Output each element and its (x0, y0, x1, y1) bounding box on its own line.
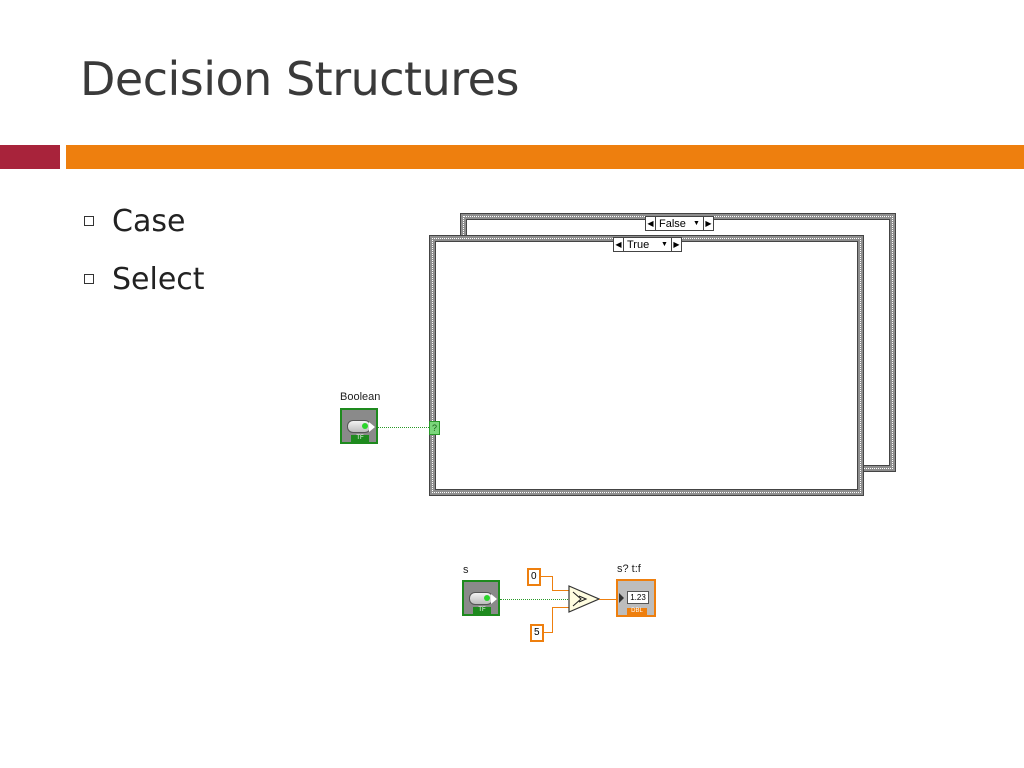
case-structure-front-frame[interactable] (430, 236, 863, 495)
boolean-switch-icon (347, 420, 371, 433)
square-bullet-icon (84, 274, 94, 284)
select-function-icon[interactable] (568, 585, 600, 613)
false-wire-h1[interactable] (544, 632, 553, 633)
true-wire-v[interactable] (552, 576, 553, 590)
boolean-switch-icon (469, 592, 493, 605)
bullet-item-select: Select (84, 250, 205, 308)
bullet-item-case: Case (84, 192, 205, 250)
false-value-constant[interactable]: 5 (530, 624, 544, 642)
increment-arrow-icon[interactable]: ▶ (670, 238, 681, 251)
case-selector-label: False (659, 217, 686, 230)
true-value-constant[interactable]: 0 (527, 568, 541, 586)
s-boolean-control-terminal[interactable]: TF (462, 580, 500, 616)
numeric-indicator-terminal[interactable]: 1.23 DBL (616, 579, 656, 617)
boolean-control-label: Boolean (340, 391, 381, 403)
case-selector-false[interactable]: ◀ False ▼ ▶ (645, 216, 714, 231)
output-arrow-icon (369, 422, 375, 432)
false-wire-v[interactable] (552, 607, 553, 632)
boolean-type-badge: TF (351, 435, 369, 442)
false-wire-h2[interactable] (552, 607, 570, 608)
bullet-list: Case Select (84, 192, 205, 308)
true-wire-h1[interactable] (541, 576, 553, 577)
dropdown-arrow-icon[interactable]: ▼ (661, 241, 668, 248)
decrement-arrow-icon[interactable]: ◀ (646, 217, 656, 230)
boolean-type-badge: TF (473, 607, 491, 614)
slide-title: Decision Structures (80, 52, 519, 106)
case-selector-true[interactable]: ◀ True ▼ ▶ (613, 237, 682, 252)
indicator-value: 1.23 (627, 591, 649, 604)
true-wire-h2[interactable] (552, 590, 570, 591)
bullet-label: Select (112, 261, 205, 297)
boolean-control-terminal[interactable]: TF (340, 408, 378, 444)
boolean-wire[interactable] (378, 427, 429, 428)
output-indicator-label: s? t:f (617, 563, 641, 575)
dropdown-arrow-icon[interactable]: ▼ (693, 220, 700, 227)
numeric-type-badge: DBL (627, 608, 647, 615)
decrement-arrow-icon[interactable]: ◀ (614, 238, 624, 251)
increment-arrow-icon[interactable]: ▶ (702, 217, 713, 230)
title-bar-orange (66, 145, 1024, 169)
input-arrow-icon (619, 593, 624, 603)
output-arrow-icon (491, 594, 497, 604)
s-boolean-wire[interactable] (500, 599, 568, 600)
title-bar-red (0, 145, 60, 169)
s-control-label: s (463, 564, 469, 576)
output-wire[interactable] (599, 599, 617, 600)
bullet-label: Case (112, 203, 186, 239)
case-selector-terminal[interactable]: ? (429, 421, 440, 435)
square-bullet-icon (84, 216, 94, 226)
case-selector-label: True (627, 238, 650, 251)
